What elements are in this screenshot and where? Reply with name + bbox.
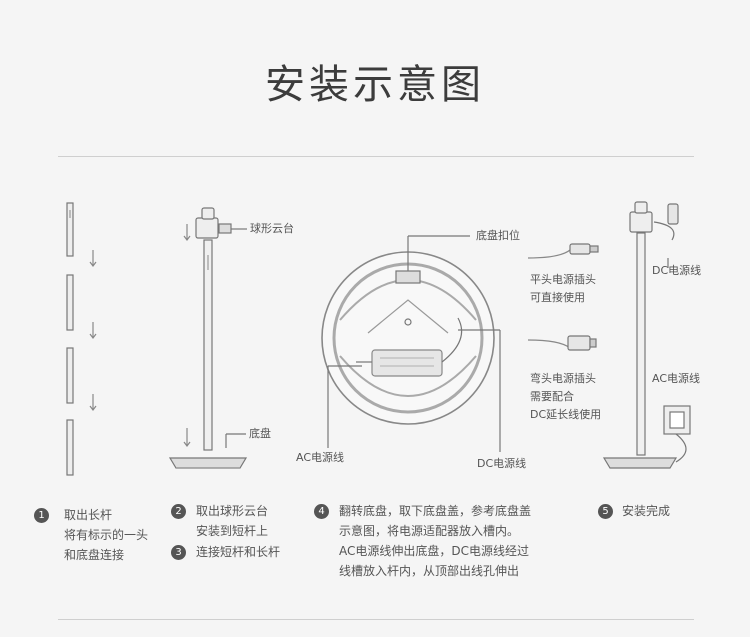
ac-cable-label-right: AC电源线	[652, 372, 701, 385]
rod-segments-figure	[66, 202, 97, 476]
top-divider	[58, 156, 694, 157]
down-arrow-icon	[183, 224, 191, 241]
step-3-badge: 3	[171, 545, 186, 560]
base-underside-figure	[321, 235, 501, 452]
ball-head-label: 球形云台	[250, 222, 294, 235]
step-3-text: 连接短杆和长杆	[196, 545, 281, 559]
down-arrow-icon	[89, 250, 97, 267]
page-title: 安装示意图	[265, 62, 485, 108]
bent-plug-label: 弯头电源插头 需要配合 DC延长线使用	[530, 372, 602, 421]
down-arrow-icon	[183, 428, 191, 447]
down-arrow-icon	[89, 394, 97, 411]
step-2-badge: 2	[171, 504, 186, 519]
step-4-text: 翻转底盘，取下底盘盖，参考底盘盖 示意图，将电源适配器放入槽内。 AC电源线伸出…	[339, 504, 532, 578]
base-clip-label: 底盘扣位	[476, 229, 520, 242]
down-arrow-icon	[89, 322, 97, 339]
dc-cable-label-right: DC电源线	[652, 264, 702, 277]
step-5-badge: 5	[598, 504, 613, 519]
bottom-divider	[58, 619, 694, 620]
step-2-text: 取出球形云台 安装到短杆上	[196, 504, 269, 538]
flat-plug-figure	[527, 243, 599, 259]
step-1-badge: 1	[34, 508, 49, 523]
flat-plug-label: 平头电源插头 可直接使用	[530, 273, 596, 304]
dc-cable-label: DC电源线	[477, 457, 527, 470]
stand-figure	[168, 207, 248, 469]
step-4-badge: 4	[314, 504, 329, 519]
base-label: 底盘	[249, 427, 271, 440]
ac-cable-label: AC电源线	[296, 451, 345, 464]
step-5-text: 安装完成	[622, 504, 671, 518]
step-1-text: 取出长杆 将有标示的一头 和底盘连接	[64, 508, 149, 562]
completed-lamp-figure	[602, 201, 691, 469]
bent-plug-figure	[527, 335, 597, 351]
